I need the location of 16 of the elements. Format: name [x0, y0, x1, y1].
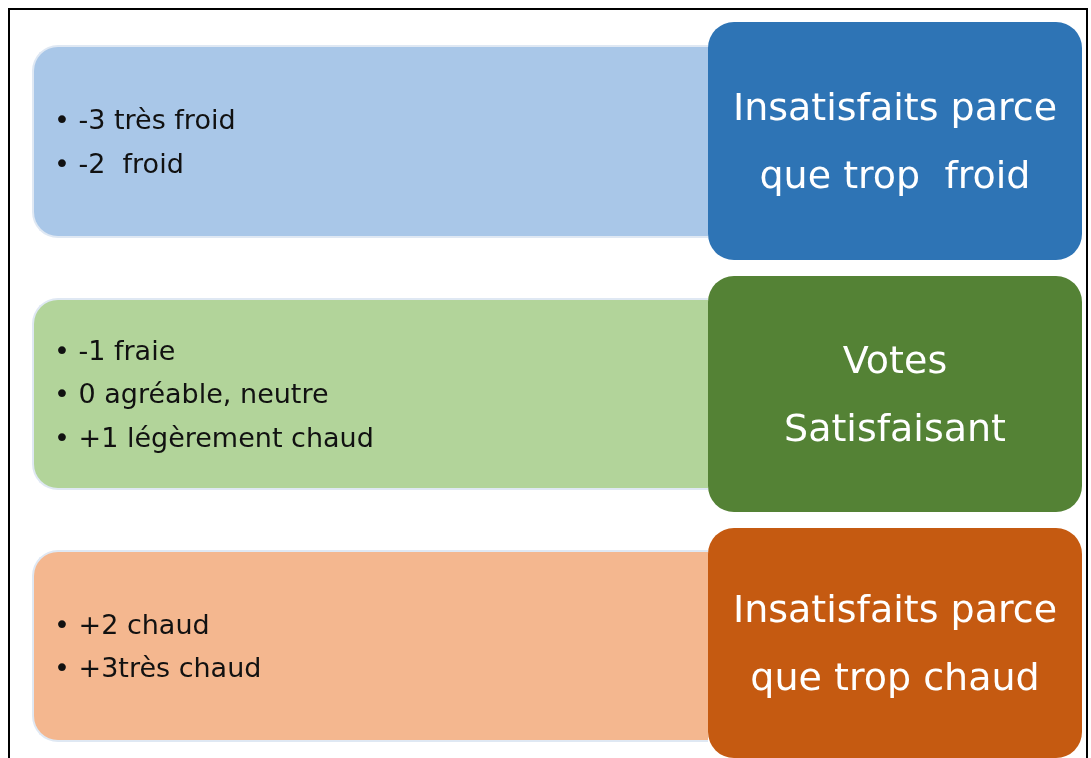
category-title: Insatisfaits parce que trop froid — [732, 83, 1058, 199]
category-box — [708, 22, 1082, 260]
category-box — [708, 528, 1082, 758]
category-title: Votes Satisfaisant — [783, 336, 1007, 452]
category-box — [708, 276, 1082, 512]
list-item: • -2 froid — [54, 146, 185, 181]
list-item: • +1 légèrement chaud — [54, 420, 375, 455]
list-item: • +3très chaud — [54, 651, 263, 685]
rating-panel — [32, 45, 708, 238]
list-item: • -1 fraie — [54, 334, 177, 369]
category-title: Insatisfaits parce que trop chaud — [732, 585, 1058, 701]
rating-panel — [32, 550, 708, 742]
list-item: • -3 très froid — [54, 103, 237, 138]
list-item: • +2 chaud — [54, 607, 211, 642]
list-item: • 0 agréable, neutre — [54, 377, 330, 412]
rating-panel — [32, 298, 708, 490]
